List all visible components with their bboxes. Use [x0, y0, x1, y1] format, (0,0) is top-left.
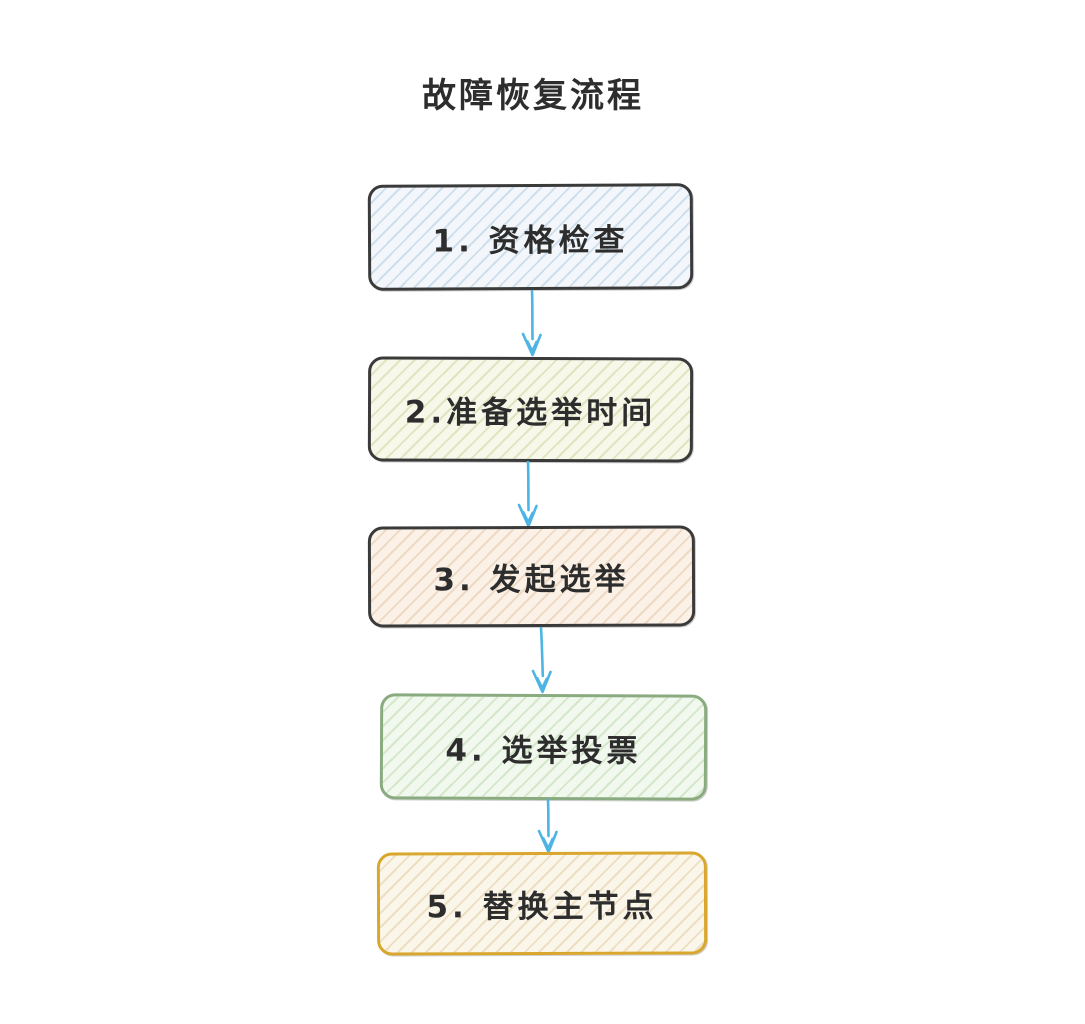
flow-arrow-1-2-down-icon: [521, 289, 542, 357]
flow-node-5: 5. 替换主节点: [376, 851, 708, 956]
flow-node-2: 2.准备选举时间: [367, 356, 694, 463]
flow-node-3: 3. 发起选举: [367, 525, 696, 628]
flow-node-5-label: 5. 替换主节点: [426, 888, 658, 926]
diagram-title: 故障恢复流程: [422, 76, 644, 116]
flow-node-4-label: 4. 选举投票: [445, 732, 642, 769]
flow-node-2-label: 2.准备选举时间: [404, 394, 657, 432]
flow-arrow-2-3-down-icon: [517, 460, 538, 528]
flow-arrow-4-5-down-icon: [537, 798, 558, 854]
flow-arrow-3-4-down-icon: [531, 626, 552, 694]
flow-node-4: 4. 选举投票: [379, 693, 708, 801]
flow-node-1: 1. 资格检查: [367, 183, 694, 291]
flow-node-1-label: 1. 资格检查: [432, 221, 629, 260]
flow-node-3-label: 3. 发起选举: [433, 561, 630, 599]
